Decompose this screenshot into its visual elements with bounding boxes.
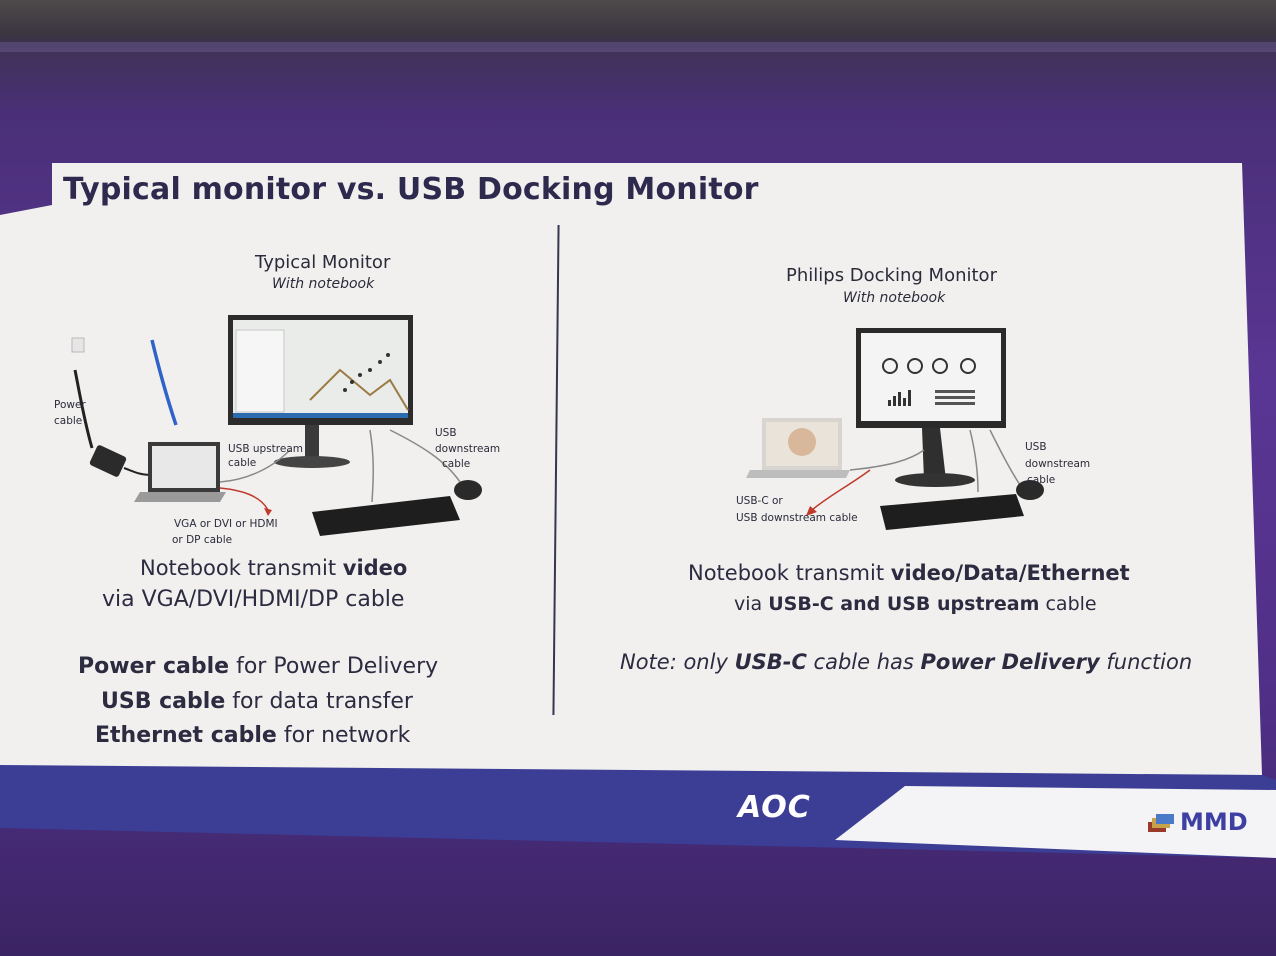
power-cable-label-1: Power xyxy=(54,399,86,411)
docking-monitor-illustration xyxy=(746,328,1044,530)
note-pre: Note: only xyxy=(620,650,735,674)
left-point-usb-rest: for data transfer xyxy=(225,689,413,714)
right-note-line: Note: only USB-C cable has Power Deliver… xyxy=(620,650,1192,674)
left-point-usb: USB cable for data transfer xyxy=(101,689,413,714)
usbc-label-1: USB-C or xyxy=(736,495,783,507)
left-point-power-rest: for Power Delivery xyxy=(229,654,439,679)
mmd-logo: MMD xyxy=(1180,808,1248,836)
usbc-label-2: USB downstream cable xyxy=(736,512,858,524)
note-power-delivery: Power Delivery xyxy=(920,650,1100,674)
note-usbc: USB-C xyxy=(734,650,807,674)
left-transmit-line: Notebook transmit video xyxy=(140,556,407,580)
right-via-pre: via xyxy=(734,593,769,615)
right-heading: Philips Docking Monitor xyxy=(786,265,997,286)
note-post: function xyxy=(1099,650,1193,674)
left-transmit-bold: video xyxy=(342,556,408,580)
right-via-post: cable xyxy=(1039,593,1097,615)
video-cable-label-1: VGA or DVI or HDMI xyxy=(174,518,278,530)
aoc-logo: AOC xyxy=(738,790,811,825)
slide-title: Typical monitor vs. USB Docking Monitor xyxy=(63,172,759,207)
left-point-power-bold: Power cable xyxy=(78,654,230,679)
left-point-ethernet-bold: Ethernet cable xyxy=(95,723,277,748)
ceiling xyxy=(0,0,1276,48)
left-subheading: With notebook xyxy=(272,276,375,292)
right-via-line: via USB-C and USB upstream cable xyxy=(734,593,1097,615)
right-subheading: With notebook xyxy=(843,290,946,306)
right-usb-downstream-label-1: USB xyxy=(1025,441,1047,453)
left-point-ethernet: Ethernet cable for network xyxy=(95,723,410,748)
right-transmit-bold: video/Data/Ethernet xyxy=(890,561,1130,585)
mmd-logo-icon xyxy=(1148,814,1174,832)
left-point-power: Power cable for Power Delivery xyxy=(78,654,438,679)
usb-downstream-label-3: cable xyxy=(442,458,471,470)
right-transmit-text: Notebook transmit xyxy=(688,561,891,585)
right-usb-downstream-label-2: downstream xyxy=(1025,458,1091,470)
typical-monitor-illustration xyxy=(71,315,482,536)
left-via-line: via VGA/DVI/HDMI/DP cable xyxy=(102,587,405,612)
power-cable-label-2: cable xyxy=(54,415,83,427)
usb-downstream-label-2: downstream xyxy=(435,443,501,455)
left-heading: Typical Monitor xyxy=(255,252,391,273)
video-cable-label-2: or DP cable xyxy=(172,534,233,546)
left-point-usb-bold: USB cable xyxy=(101,689,226,714)
left-transmit-text: Notebook transmit xyxy=(140,556,343,580)
usb-upstream-label-2: cable xyxy=(228,457,257,469)
right-transmit-line: Notebook transmit video/Data/Ethernet xyxy=(688,561,1130,585)
screen-edge xyxy=(0,42,1276,52)
note-mid: cable has xyxy=(806,650,921,674)
usb-upstream-label-1: USB upstream xyxy=(228,443,304,455)
left-point-ethernet-rest: for network xyxy=(276,723,411,748)
right-via-bold: USB-C and USB upstream xyxy=(768,593,1040,615)
usb-downstream-label-1: USB xyxy=(435,427,457,439)
right-usb-downstream-label-3: cable xyxy=(1027,474,1056,486)
